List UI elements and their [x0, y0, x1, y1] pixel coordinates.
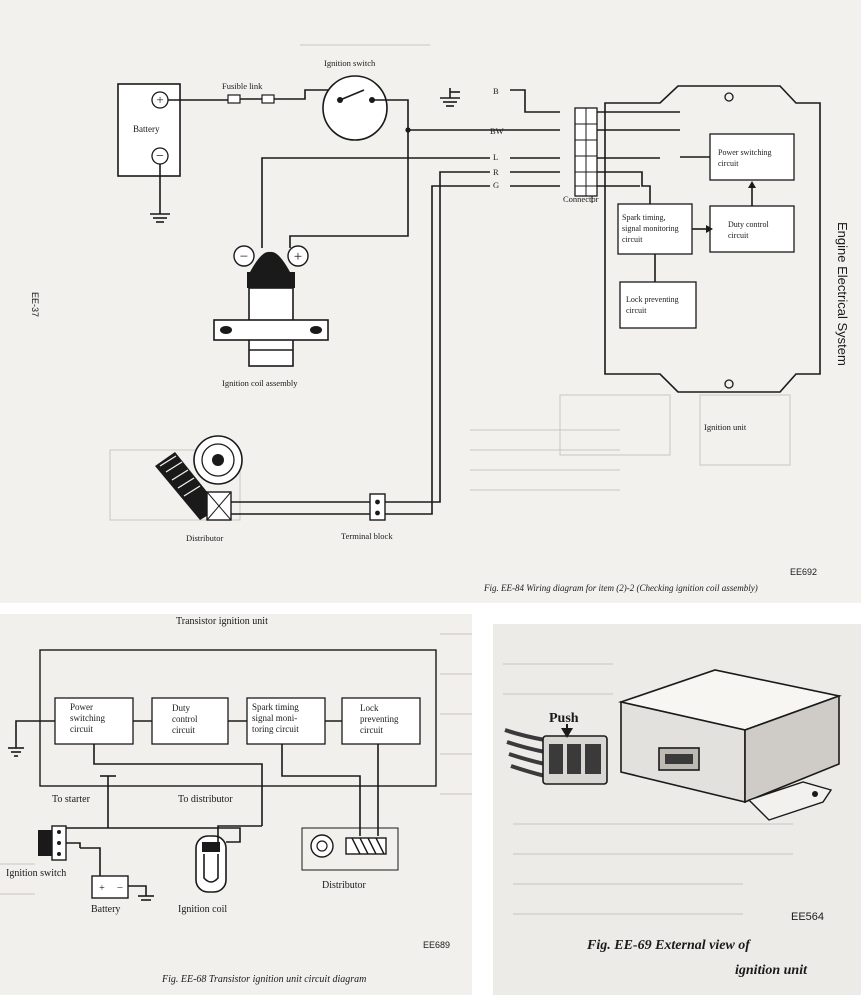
external-view-ee69: Push EE564 Fig. EE-69 External view of i… — [503, 663, 842, 978]
connector-plug — [504, 724, 608, 785]
to-distributor-label: To distributor — [178, 794, 233, 805]
lock-preventing-circuit-box: Lock preventing circuit — [619, 281, 697, 329]
svg-text:−: − — [240, 249, 248, 265]
background-ghost-lines — [0, 633, 472, 895]
fig68-caption: Fig. EE-68 Transistor ignition unit circ… — [161, 974, 366, 985]
fusible-link-label: Fusible link — [222, 81, 263, 91]
ignition-coil-assembly: − + — [213, 245, 329, 367]
svg-text:circuit: circuit — [70, 724, 93, 734]
ignition-unit-housing — [604, 85, 821, 393]
svg-text:Spark timing: Spark timing — [252, 702, 299, 712]
wire-label-l: L — [493, 152, 498, 162]
ignition-unit-3d — [618, 669, 842, 821]
battery-label: Battery — [133, 124, 160, 134]
fig84-caption: Fig. EE-84 Wiring diagram for item (2)-2… — [483, 583, 758, 593]
svg-text:circuit: circuit — [728, 231, 749, 240]
to-starter-label: To starter — [52, 794, 91, 805]
svg-text:Lock preventing: Lock preventing — [626, 295, 679, 304]
ignition-switch-label: Ignition switch — [324, 58, 376, 68]
connector — [574, 107, 598, 203]
svg-text:circuit: circuit — [626, 306, 647, 315]
svg-text:preventing: preventing — [360, 714, 399, 724]
connector-label: Connector — [563, 194, 599, 204]
power-switching-circuit-box: Power switching circuit — [54, 697, 134, 745]
svg-text:circuit: circuit — [622, 235, 643, 244]
wire-label-bw: BW — [490, 126, 504, 136]
push-label: Push — [549, 711, 579, 726]
fig69-code: EE564 — [791, 911, 824, 923]
svg-text:circuit: circuit — [718, 159, 739, 168]
ignition-switch — [322, 75, 388, 141]
ignition-unit-label: Ignition unit — [704, 422, 747, 432]
figure-ee84-panel: + − Battery Fusible link Ignition switch… — [0, 0, 861, 603]
duty-control-circuit-box: Duty control circuit — [709, 205, 795, 253]
svg-text:−: − — [156, 149, 164, 164]
svg-text:+: + — [294, 249, 302, 265]
spark-timing-circuit-box: Spark timing, signal monitoring circuit — [617, 203, 693, 255]
wiring-diagram-ee84: + − Battery Fusible link Ignition switch… — [30, 44, 850, 593]
ignition-switch — [38, 825, 81, 861]
svg-text:signal moni-: signal moni- — [252, 713, 297, 723]
terminal-block-label: Terminal block — [341, 531, 393, 541]
transistor-unit-title: Transistor ignition unit — [176, 616, 268, 627]
svg-text:switching: switching — [70, 713, 105, 723]
svg-text:circuit: circuit — [360, 725, 383, 735]
circuit-diagram-ee68: Transistor ignition unit Power switching… — [0, 616, 472, 985]
background-ghost-lines — [109, 44, 791, 521]
distributor — [301, 827, 399, 871]
svg-text:Lock: Lock — [360, 703, 379, 713]
svg-text:Power switching: Power switching — [718, 148, 772, 157]
svg-text:−: − — [117, 882, 123, 894]
battery: + − — [91, 875, 154, 901]
lock-preventing-circuit-box: Lock preventing circuit — [341, 697, 421, 745]
spark-timing-circuit-box: Spark timing signal moni- toring circuit — [246, 697, 326, 745]
svg-text:Power: Power — [70, 702, 93, 712]
battery: + − Battery — [117, 83, 181, 177]
svg-text:Duty control: Duty control — [728, 220, 769, 229]
svg-text:control: control — [172, 714, 198, 724]
background-ghost-lines — [503, 663, 793, 915]
svg-text:signal monitoring: signal monitoring — [622, 224, 679, 233]
svg-text:+: + — [156, 92, 163, 107]
section-side-label: Engine Electrical System — [835, 222, 850, 366]
duty-control-circuit-box: Duty control circuit — [151, 697, 229, 745]
svg-text:+: + — [99, 883, 105, 894]
battery-label: Battery — [91, 904, 120, 915]
fig84-code: EE692 — [790, 567, 817, 577]
distributor — [155, 435, 243, 521]
ignition-coil — [195, 825, 262, 893]
wire-label-g: G — [493, 180, 499, 190]
distributor-label: Distributor — [322, 880, 367, 891]
svg-text:circuit: circuit — [172, 725, 195, 735]
ignition-coil-label: Ignition coil — [178, 904, 227, 915]
figure-ee68-panel: Transistor ignition unit Power switching… — [0, 614, 472, 995]
fig68-code: EE689 — [423, 940, 450, 950]
wire-label-b: B — [493, 86, 499, 96]
power-switching-circuit-box: Power switching circuit — [709, 133, 795, 181]
ignition-switch-label: Ignition switch — [6, 868, 66, 879]
distributor-label: Distributor — [186, 533, 223, 543]
fig69-caption-line1: Fig. EE-69 External view of — [586, 938, 751, 953]
figure-ee69-panel: Push EE564 Fig. EE-69 External view of i… — [493, 624, 861, 995]
coil-assembly-label: Ignition coil assembly — [222, 378, 298, 388]
svg-text:Spark timing,: Spark timing, — [622, 213, 666, 222]
svg-text:Duty: Duty — [172, 703, 191, 713]
fig69-caption-line2: ignition unit — [735, 963, 808, 978]
terminal-block — [369, 493, 386, 521]
transistor-unit-outline — [39, 649, 437, 787]
wire-label-r: R — [493, 167, 499, 177]
page-code: EE-37 — [30, 292, 40, 317]
svg-text:toring circuit: toring circuit — [252, 724, 299, 734]
